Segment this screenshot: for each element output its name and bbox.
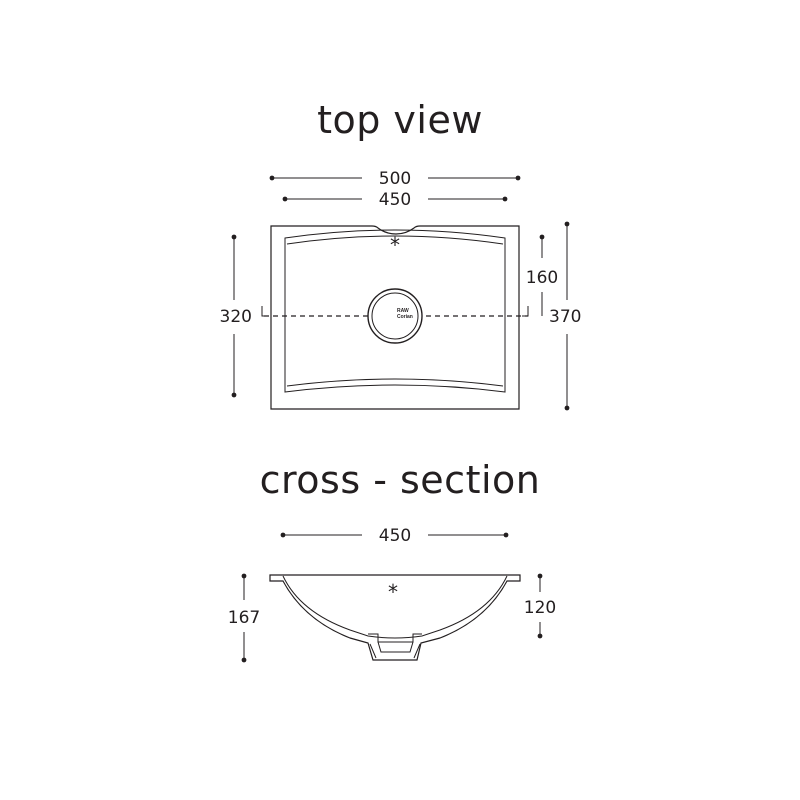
dimension-endpoint [241, 573, 247, 579]
section-marker-left [261, 306, 268, 317]
dimension-endpoint [537, 633, 543, 639]
section-drain-body [368, 633, 422, 643]
bowl-depth-label: 120 [524, 598, 556, 618]
drain-offset-label: 160 [526, 268, 558, 288]
dimension-bowl-depth: 120 [524, 573, 556, 639]
dimension-section-width: 450 [280, 526, 509, 546]
dimension-inner-width: 450 [282, 190, 508, 210]
inner-depth-label: 320 [220, 307, 252, 327]
dimension-total-height: 167 [228, 573, 260, 663]
section-profile-inner [282, 575, 508, 639]
feature-mark: * [390, 233, 400, 257]
dimension-endpoint [515, 175, 521, 181]
dimension-endpoint [280, 532, 286, 538]
dimension-endpoint [241, 657, 247, 663]
section-feature-mark: * [388, 580, 398, 604]
section-drain-detail [369, 641, 421, 659]
dimension-drain-offset: 160 [526, 234, 558, 316]
dimension-endpoint [539, 234, 545, 240]
section-profile-outer [269, 574, 521, 661]
dimension-endpoint [503, 532, 509, 538]
dimension-outer-width: 500 [269, 169, 521, 189]
section-width-label: 450 [379, 526, 411, 546]
section-marker-right [522, 306, 529, 317]
dimension-endpoint [269, 175, 275, 181]
dimension-endpoint [282, 196, 288, 202]
dimension-inner-depth: 320 [220, 234, 252, 398]
dimension-endpoint [564, 221, 570, 227]
total-height-label: 167 [228, 608, 260, 628]
dimension-outer-depth: 370 [549, 221, 581, 411]
basin-outer-outline [270, 225, 520, 410]
basin-inner-bowl [284, 229, 506, 393]
basin-inner-rim-bottom [286, 378, 504, 387]
dimension-endpoint [502, 196, 508, 202]
inner-width-label: 450 [379, 190, 411, 210]
outer-width-label: 500 [379, 169, 411, 189]
dimension-endpoint [231, 392, 237, 398]
dimension-endpoint [231, 234, 237, 240]
drain-logo-line2: Corian [397, 314, 413, 320]
drain-inner-ring [371, 292, 419, 340]
top-view-title: top view [317, 98, 483, 142]
basin-inner-rim-top [286, 235, 504, 245]
dimension-endpoint [564, 405, 570, 411]
dimension-endpoint [537, 573, 543, 579]
cross-section-title: cross - section [259, 458, 541, 502]
drain-logo-line1: RAW [397, 308, 409, 314]
outer-depth-label: 370 [549, 307, 581, 327]
